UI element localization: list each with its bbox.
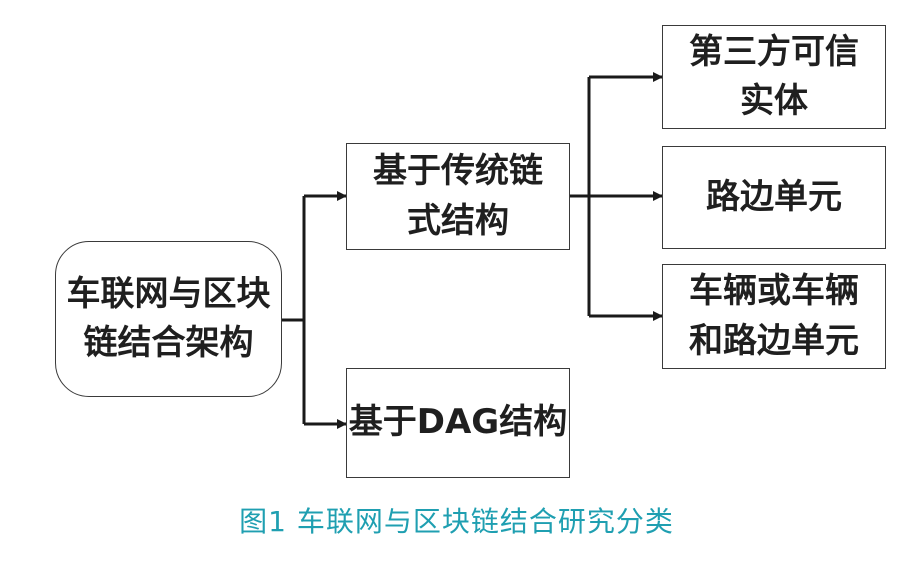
root-node: 车联网与区块 链结合架构	[55, 241, 282, 397]
root-node-line2: 链结合架构	[83, 323, 254, 363]
branch-traditional-line1: 基于传统链	[373, 151, 543, 192]
branch-traditional-node: 基于传统链 式结构	[346, 143, 570, 250]
root-node-line1: 车联网与区块	[66, 273, 271, 314]
branch-dag-node: 基于DAG结构	[346, 368, 570, 478]
branch-traditional-line2: 式结构	[407, 200, 509, 241]
leaf-vehicle-line2: 和路边单元	[689, 320, 859, 361]
leaf-vehicle-text: 车辆或车辆 和路边单元	[689, 267, 859, 366]
leaf-roadside-text: 路边单元	[706, 173, 842, 222]
branch-traditional-text: 基于传统链 式结构	[373, 147, 543, 246]
leaf-roadside-node: 路边单元	[662, 146, 886, 249]
leaf-vehicle-node: 车辆或车辆 和路边单元	[662, 264, 886, 369]
leaf-third-party-text: 第三方可信 实体	[689, 28, 859, 127]
figure-caption: 图1 车联网与区块链结合研究分类	[239, 505, 674, 538]
leaf-vehicle-line1: 车辆或车辆	[689, 271, 859, 312]
branch-dag-text: 基于DAG结构	[349, 398, 567, 447]
leaf-third-party-line2: 实体	[740, 81, 808, 121]
leaf-third-party-node: 第三方可信 实体	[662, 25, 886, 129]
leaf-roadside-line1: 路边单元	[706, 176, 842, 217]
branch-dag-line1: 基于DAG结构	[348, 402, 568, 443]
root-node-text: 车联网与区块 链结合架构	[67, 270, 271, 369]
leaf-third-party-line1: 第三方可信	[689, 31, 859, 72]
